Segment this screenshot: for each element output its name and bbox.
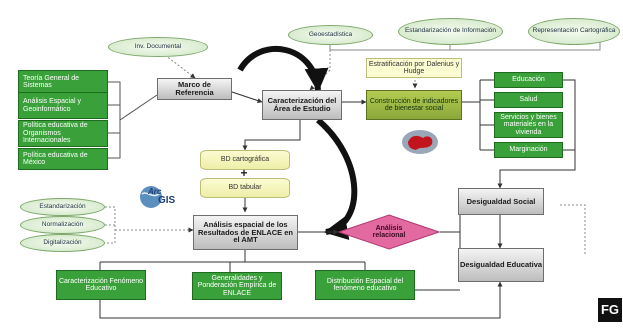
box-label: Servicios y bienes materiales en la vivi… [500,113,557,136]
box-caracterizacion-area: Caracterización del Área de Estudio [262,90,342,120]
box-distribucion-espacial: Distribución Espacial del fenómeno educa… [315,270,415,300]
box-generalidades-enlace: Generalidades y Ponderación Empírica de … [192,272,282,300]
connector [560,204,586,255]
ellipse-label: Geoestadística [308,30,353,38]
box-label: Generalidades y Ponderación Empírica de … [197,274,277,297]
box-label: Construcción de indicadores de bienestar… [369,97,459,112]
box-teoria-sistemas: Teoría General de Sistemas [18,70,108,94]
box-politica-organismos: Política educativa de Organismos Interna… [18,120,108,147]
box-label: Teoría General de Sistemas [23,74,80,89]
box-label: Análisis espacial de los Resultados de E… [197,219,294,245]
box-label: Caracterización Fenómeno Educativo [58,277,144,292]
box-label: Desigualdad Educativa [459,260,543,270]
box-label: Marginación [509,146,548,154]
box-construccion-indicadores: Construcción de indicadores de bienestar… [366,90,462,120]
cylinder-label: BD tabular [228,184,262,192]
ellipse-label: Estandarización de Información [404,27,497,35]
box-marco-referencia: Marco de Referencia [157,78,232,100]
diamond-label-container: Análisis relacional [360,220,418,244]
box-estratificacion: Estratificación por Dalenius y Hudge [366,58,462,78]
box-label: Estratificación por Dalenius y Hudge [368,60,460,75]
connector [242,120,301,151]
cylinder-bd-tabular: BD tabular [200,178,290,198]
ellipse-label: Inv. Documental [134,42,182,50]
connector [462,79,494,151]
connector [105,206,193,244]
ellipse-inv-documental: Inv. Documental [108,37,208,57]
ellipse-geoestadistica: Geoestadística [288,25,373,45]
ellipse-normalizacion: Normalización [20,216,105,234]
box-politica-mexico: Política educativa de México [18,148,108,170]
globe-icon [140,186,162,208]
box-desigualdad-educativa: Desigualdad Educativa [458,248,544,282]
connector [164,54,196,79]
curved-arrow [237,45,329,93]
box-caracterizacion-fenomeno: Caracterización Fenómeno Educativo [56,270,146,300]
connector [500,79,576,188]
box-label: Política educativa de México [23,151,88,166]
cylinder-bd-cartografica: BD cartográfica [200,150,290,170]
fg-logo: FG [598,298,622,322]
connector [99,250,366,272]
box-educacion: Educación [494,72,563,88]
box-label: Desigualdad Social [466,196,536,206]
ellipse-label: Estandarización [39,202,86,210]
connector [108,81,158,159]
ellipse-label: Representación Cartográfica [532,27,616,35]
box-salud: Salud [494,92,563,108]
curved-arrow [316,117,358,240]
ellipse-label: Normalización [41,220,84,228]
box-label: Marco de Referencia [175,80,214,97]
plus-sign: + [240,165,248,180]
box-label: Análisis Espacial y Geoinformático [23,98,81,113]
ellipse-estandarizacion: Estandarización [20,198,105,216]
box-label: Política educativa de Organismos Interna… [23,122,88,145]
connector [309,50,331,91]
box-analisis-espacial: Análisis Espacial y Geoinformático [18,92,108,119]
box-label: Educación [512,76,545,84]
connector [231,91,263,103]
arcgis-arc: Arc [148,187,162,196]
box-desigualdad-social: Desigualdad Social [458,188,544,215]
box-analisis-espacial-enlace: Análisis espacial de los Resultados de E… [193,215,298,250]
ellipse-representacion-cartografica: Representación Cartográfica [528,18,620,45]
map-icon [402,130,438,154]
diamond-label: Análisis relacional [372,224,406,239]
ellipse-digitalizacion: Digitalización [20,234,105,252]
arcgis-gis: GIS [158,195,176,206]
arcgis-logo: Arc GIS [138,183,188,211]
box-servicios-bienes: Servicios y bienes materiales en la vivi… [494,112,563,138]
diamond-analisis-relacional [338,214,440,250]
box-marginacion: Marginación [494,142,563,158]
connector [329,42,601,51]
box-label: Caracterización del Área de Estudio [267,96,337,113]
box-label: Salud [519,96,538,104]
fg-logo-text: FG [600,302,620,318]
ellipse-estandarizacion-informacion: Estandarización de Información [398,18,503,45]
connector [440,204,470,266]
ellipse-label: Digitalización [43,238,82,246]
connector [99,281,503,319]
cylinder-label: BD cartográfica [220,156,270,164]
box-label: Distribución Espacial del fenómeno educa… [326,277,404,292]
